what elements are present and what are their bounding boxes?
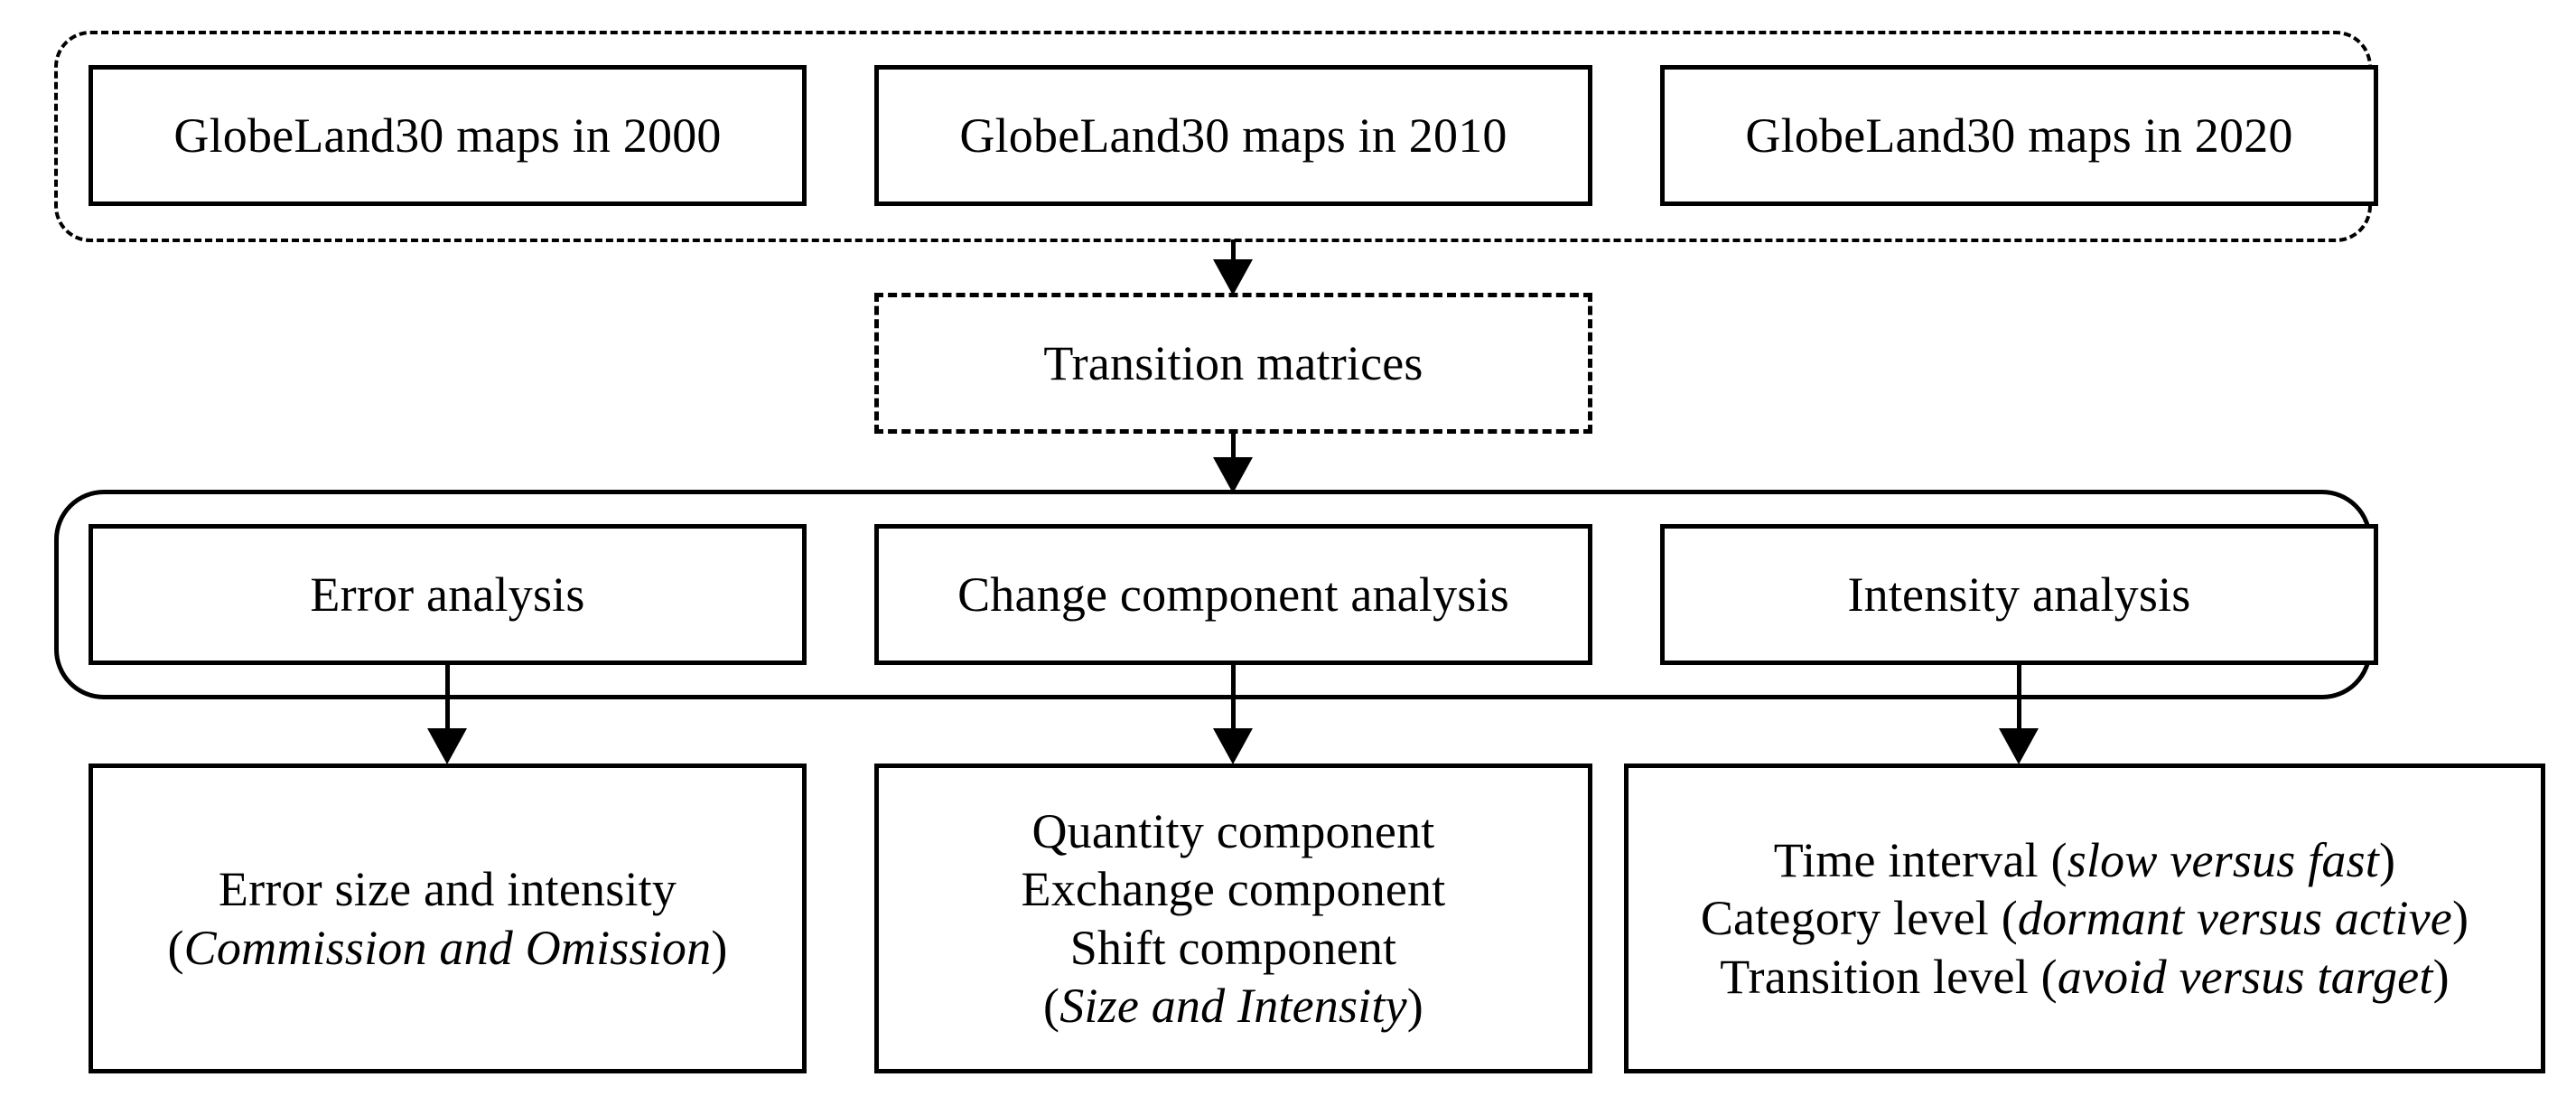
transition-matrices-label: Transition matrices (1043, 335, 1423, 390)
text-line: Quantity component (1031, 804, 1435, 858)
method-box-intensity-analysis-label: Intensity analysis (1847, 567, 2191, 622)
text-line: Exchange component (1021, 862, 1446, 917)
input-box-maps-2000[interactable]: GlobeLand30 maps in 2000 (89, 65, 807, 206)
text-line: Time interval (slow versus fast) (1773, 833, 2396, 888)
arrow-shaft (1230, 434, 1236, 461)
text-line: (Commission and Omission) (167, 920, 728, 975)
arrow-shaft (1230, 665, 1236, 734)
arrow-shaft (2016, 665, 2021, 734)
input-box-maps-2020-label: GlobeLand30 maps in 2020 (1745, 108, 2293, 163)
output-box-intensity-text: Time interval (slow versus fast)Category… (1701, 831, 2469, 1006)
method-box-change-component-analysis-label: Change component analysis (957, 567, 1509, 622)
transition-matrices-box[interactable]: Transition matrices (874, 293, 1592, 434)
output-box-error-text: Error size and intensity(Commission and … (167, 860, 727, 977)
arrow-shaft (1230, 239, 1236, 262)
arrow-shaft (444, 665, 450, 734)
text-line: Category level (dormant versus active) (1700, 891, 2469, 946)
arrow-head (427, 728, 467, 764)
input-box-maps-2010[interactable]: GlobeLand30 maps in 2010 (874, 65, 1592, 206)
arrow-head (1999, 728, 2039, 764)
text-line: Transition level (avoid versus target) (1720, 949, 2450, 1004)
method-box-intensity-analysis[interactable]: Intensity analysis (1660, 524, 2378, 665)
input-box-maps-2000-label: GlobeLand30 maps in 2000 (173, 108, 722, 163)
arrow-head (1213, 728, 1253, 764)
method-box-error-analysis[interactable]: Error analysis (89, 524, 807, 665)
input-box-maps-2020[interactable]: GlobeLand30 maps in 2020 (1660, 65, 2378, 206)
method-box-error-analysis-label: Error analysis (310, 567, 585, 622)
text-line: Shift component (1069, 920, 1397, 975)
text-line: (Size and Intensity) (1043, 978, 1423, 1033)
output-box-error[interactable]: Error size and intensity(Commission and … (89, 764, 807, 1073)
arrow-head (1213, 457, 1253, 493)
arrow-head (1213, 259, 1253, 295)
text-line: Error size and intensity (218, 862, 677, 917)
output-box-intensity[interactable]: Time interval (slow versus fast)Category… (1624, 764, 2545, 1073)
method-box-change-component-analysis[interactable]: Change component analysis (874, 524, 1592, 665)
input-box-maps-2010-label: GlobeLand30 maps in 2010 (959, 108, 1507, 163)
